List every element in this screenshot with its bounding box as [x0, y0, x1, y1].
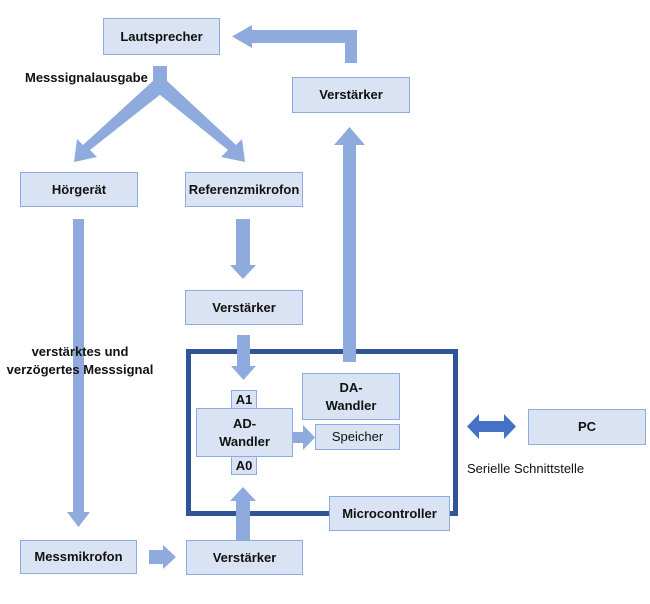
- node-verstaerker-mid: Verstärker: [185, 290, 303, 325]
- microcontroller-frame: [186, 349, 458, 516]
- arrow-verstaerker-to-lautsprecher: [232, 25, 357, 63]
- node-da-wandler: DA- Wandler: [302, 373, 400, 420]
- arrow-referenz-to-verstaerker: [230, 219, 256, 279]
- label-verstaerktes-messsignal: verstärktes und verzögertes Messsignal: [6, 344, 154, 377]
- label-messsignalausgabe: Messsignalausgabe: [25, 70, 148, 85]
- arrow-verstaerker-to-a1: [231, 335, 256, 380]
- arrow-da-to-verstaerker: [334, 127, 365, 362]
- double-arrow-serial: [467, 414, 516, 439]
- node-speicher: Speicher: [315, 424, 400, 450]
- node-verstaerker-bottom: Verstärker: [186, 540, 303, 575]
- node-pc: PC: [528, 409, 646, 445]
- arrow-hoergeraet-to-messmikrofon: [67, 219, 90, 527]
- arrow-fork-left: [74, 80, 166, 162]
- arrow-fork-right: [154, 80, 245, 162]
- arrow-messmikrofon-to-verstaerker: [149, 545, 176, 569]
- node-messmikrofon: Messmikrofon: [20, 540, 137, 574]
- node-ad-wandler: AD- Wandler: [196, 408, 293, 457]
- arrow-ad-to-speicher: [293, 425, 315, 450]
- node-a1: A1: [231, 390, 257, 409]
- node-a0: A0: [231, 456, 257, 475]
- node-lautsprecher: Lautsprecher: [103, 18, 220, 55]
- node-referenzmikrofon: Referenzmikrofon: [185, 172, 303, 207]
- arrow-verstaerker-to-a0: [230, 487, 256, 540]
- label-serielle-schnittstelle: Serielle Schnittstelle: [467, 461, 585, 476]
- node-verstaerker-top: Verstärker: [292, 77, 410, 113]
- node-microcontroller: Microcontroller: [329, 496, 450, 531]
- node-hoergeraet: Hörgerät: [20, 172, 138, 207]
